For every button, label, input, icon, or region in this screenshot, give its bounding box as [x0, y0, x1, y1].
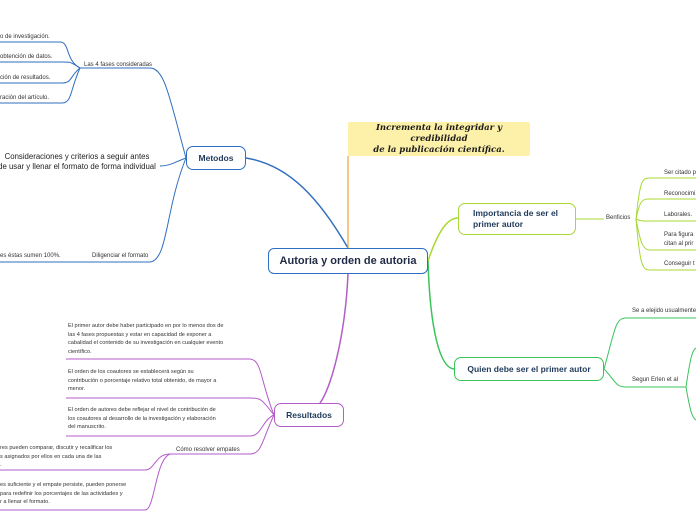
resultado-line: del manuscrito.: [68, 424, 106, 431]
quien-item[interactable]: Se a elejido usualmente: [632, 308, 696, 314]
link-central-quien: [427, 260, 455, 370]
empate-line: res pueden comparar, discutir y recalifi…: [0, 445, 113, 451]
fase-item[interactable]: obtención de datos.: [0, 54, 53, 60]
resultado-item[interactable]: El orden de autores debe reflejar el niv…: [68, 406, 254, 432]
empate-item[interactable]: es suficiente y el empate persiste, pued…: [0, 481, 150, 507]
resultado-line: las 4 fases propuestas y estar en capaci…: [68, 331, 212, 338]
resultado-line: El primer autor debe haber participado e…: [68, 323, 224, 329]
resultado-line: científico.: [68, 348, 92, 355]
fase-item[interactable]: ración del artículo.: [0, 95, 50, 101]
beneficio-item[interactable]: citan al prir: [664, 241, 694, 247]
resultado-item[interactable]: El primer autor debe haber participado e…: [68, 322, 254, 356]
integrity-note-line2: de la publicación científica.: [373, 144, 505, 155]
topic-quien[interactable]: Quien debe ser el primer autor: [454, 357, 604, 381]
resultado-line: El orden de autores debe reflejar el niv…: [68, 407, 216, 413]
empate-line: para redefinir los porcentajes de las ac…: [0, 490, 123, 497]
subtopic-diligenciar[interactable]: Diligenciar el formato: [92, 253, 149, 259]
link-central-resultados: [319, 273, 349, 404]
topic-importancia-line2: primer autor: [473, 219, 524, 229]
fase-item[interactable]: ción de resultados.: [0, 75, 51, 81]
link-central-metodos: [245, 157, 349, 249]
subtopic-beneficios[interactable]: Benficios: [606, 215, 631, 221]
subtopic-consideraciones[interactable]: Consideraciones y criterios a seguir ant…: [0, 152, 160, 172]
topic-importancia[interactable]: Importancia de ser el primer autor: [458, 203, 576, 235]
resultado-line: menor.: [68, 386, 86, 393]
subtopic-fases[interactable]: Las 4 fases consideradas: [84, 62, 153, 68]
empate-line: r a llenar el formato.: [0, 499, 50, 506]
resultado-line: contribución o porcentaje relativo total…: [68, 377, 217, 384]
fase-item[interactable]: o de investigación.: [0, 34, 50, 40]
resultado-item[interactable]: El orden de los coautores se establecerá…: [68, 368, 254, 394]
topic-metodos[interactable]: Metodos: [186, 146, 246, 170]
consideraciones-line1: Consideraciones y criterios a seguir ant…: [4, 152, 150, 161]
topic-resultados[interactable]: Resultados: [274, 403, 344, 427]
link-central-importancia: [427, 217, 459, 262]
beneficio-item[interactable]: Reconocimi: [664, 191, 696, 197]
integrity-note-line1: Incrementa la integridar y credibilidad: [375, 122, 503, 144]
empate-line: s asignados por ellos en cada una de las: [0, 453, 102, 460]
integrity-note[interactable]: Incrementa la integridar y credibilidad …: [348, 122, 530, 156]
consideraciones-line2: de usar y llenar el formato de forma ind…: [0, 162, 156, 171]
subtopic-empates[interactable]: Cómo resolver empates: [176, 447, 240, 453]
central-topic[interactable]: Autoria y orden de autoria: [268, 248, 428, 274]
diligenciar-item[interactable]: es éstas sumen 100%.: [0, 253, 61, 259]
topic-importancia-line1: Importancia de ser el: [473, 208, 559, 218]
beneficio-item[interactable]: Laborales.: [664, 212, 693, 218]
resultado-line: los coautores al desarrollo de la invest…: [68, 415, 216, 422]
empate-item[interactable]: res pueden comparar, discutir y recalifi…: [0, 444, 150, 470]
beneficio-item[interactable]: Ser citado p: [664, 170, 696, 176]
resultado-line: cabalidad el contenido de su investigaci…: [68, 340, 224, 347]
empate-line: .: [0, 462, 2, 469]
resultado-line: El orden de los coautores se establecerá…: [68, 369, 194, 375]
quien-item[interactable]: Segun Erlen et al: [632, 377, 679, 383]
beneficio-item[interactable]: Para figura: [664, 232, 694, 238]
beneficio-item[interactable]: Conseguir t: [664, 261, 695, 267]
empate-line: es suficiente y el empate persiste, pued…: [0, 482, 127, 488]
